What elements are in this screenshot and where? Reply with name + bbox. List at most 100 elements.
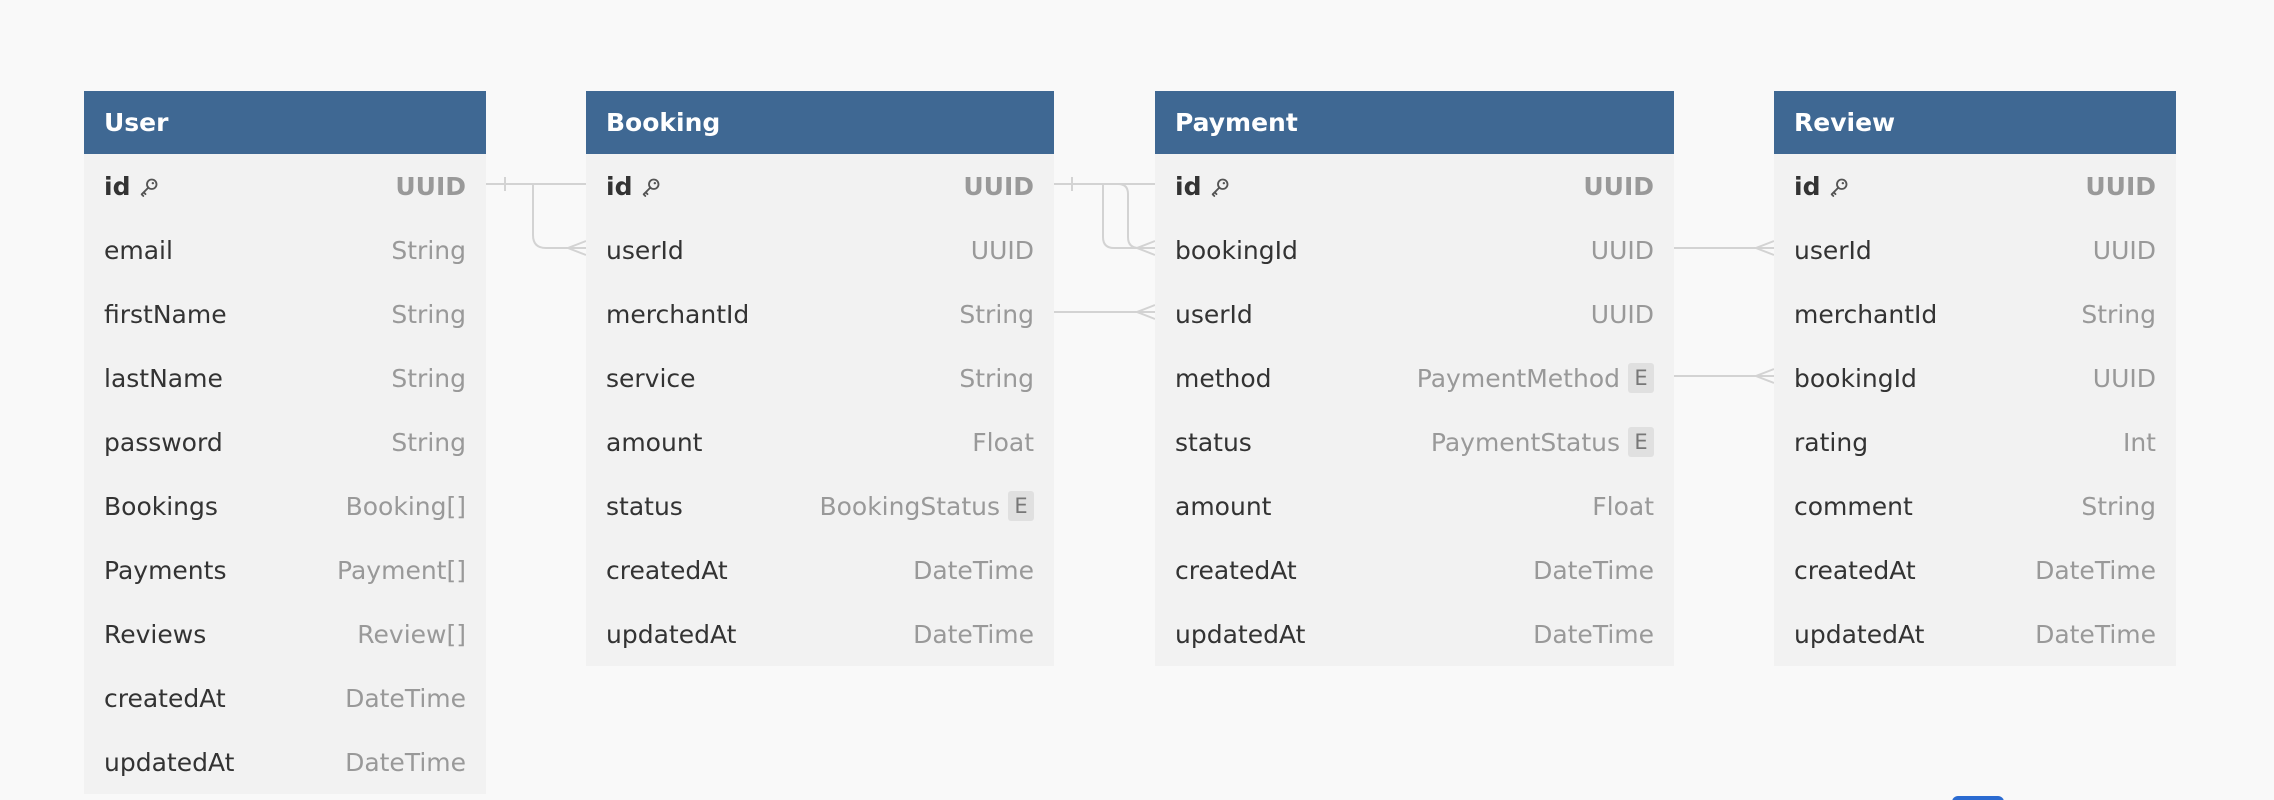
field-name-text: merchantId (606, 299, 750, 329)
field-type-text: UUID (2085, 171, 2156, 201)
field-type-text: UUID (395, 171, 466, 201)
field-type-text: Float (972, 427, 1034, 457)
field-type-text: UUID (1590, 299, 1654, 329)
field-name: userId (1794, 236, 1872, 265)
field-row[interactable]: rating Int (1774, 410, 2176, 474)
field-type: UUID (1591, 236, 1654, 265)
field-type: UUID (2093, 236, 2156, 265)
field-type-text: Int (2122, 427, 2156, 457)
field-type: String (391, 236, 466, 265)
enum-badge[interactable]: E (1628, 427, 1654, 457)
field-row[interactable]: createdAt DateTime (586, 538, 1054, 602)
field-name-text: amount (606, 427, 703, 457)
field-type: DateTime (345, 748, 466, 777)
field-type-text: UUID (1583, 171, 1654, 201)
field-type: String (959, 300, 1034, 329)
field-name-text: amount (1175, 491, 1272, 521)
field-name-text: createdAt (606, 555, 728, 585)
crow-foot-many-icon (1134, 304, 1156, 320)
field-row[interactable]: password String (84, 410, 486, 474)
key-icon (138, 175, 160, 197)
field-name-text: password (104, 427, 223, 457)
field-name-text: lastName (104, 363, 223, 393)
entity-title[interactable]: User (84, 91, 486, 154)
relation-user-booking-line (532, 184, 586, 249)
field-type: String (391, 428, 466, 457)
field-name: comment (1794, 492, 1913, 521)
crow-foot-many-icon (565, 240, 587, 256)
field-name-text: firstName (104, 299, 227, 329)
field-name: rating (1794, 428, 1868, 457)
field-type-text: String (2081, 299, 2156, 329)
field-name: createdAt (606, 556, 728, 585)
field-type-text: UUID (963, 171, 1034, 201)
enum-badge[interactable]: E (1628, 363, 1654, 393)
field-type-text: String (959, 299, 1034, 329)
field-name: updatedAt (104, 748, 234, 777)
field-row[interactable]: amount Float (1155, 474, 1674, 538)
field-row[interactable]: updatedAt DateTime (84, 730, 486, 794)
field-type-text: DateTime (345, 747, 466, 777)
field-name-text: service (606, 363, 696, 393)
enum-badge[interactable]: E (1008, 491, 1034, 521)
field-row[interactable]: lastName String (84, 346, 486, 410)
field-name-text: userId (606, 235, 684, 265)
field-type: Booking[] (346, 492, 466, 521)
field-type: Float (972, 428, 1034, 457)
field-type: DateTime (345, 684, 466, 713)
field-type-text: DateTime (345, 683, 466, 713)
entity-title[interactable]: Payment (1155, 91, 1674, 154)
field-type: String (391, 364, 466, 393)
field-name-text: id (1794, 171, 1821, 201)
field-row[interactable]: comment String (1774, 474, 2176, 538)
field-type: DateTime (913, 556, 1034, 585)
field-row[interactable]: userId UUID (586, 218, 1054, 282)
field-type-text: UUID (970, 235, 1034, 265)
field-row[interactable]: merchantId String (586, 282, 1054, 346)
field-name: updatedAt (606, 620, 736, 649)
field-type: String (2081, 300, 2156, 329)
field-name: lastName (104, 364, 223, 393)
field-name-text: userId (1794, 235, 1872, 265)
field-row[interactable]: amount Float (586, 410, 1054, 474)
field-type-text: String (2081, 491, 2156, 521)
field-type-text: DateTime (2035, 555, 2156, 585)
field-type-text: Float (1592, 491, 1654, 521)
entity-title[interactable]: Review (1774, 91, 2176, 154)
entity-title[interactable]: Booking (586, 91, 1054, 154)
field-type-text: UUID (1590, 235, 1654, 265)
field-name: status (1175, 428, 1252, 457)
zoom-control-button[interactable] (1952, 796, 2004, 800)
field-row[interactable]: userId UUID (1774, 218, 2176, 282)
field-row[interactable]: id UUID (1774, 154, 2176, 218)
